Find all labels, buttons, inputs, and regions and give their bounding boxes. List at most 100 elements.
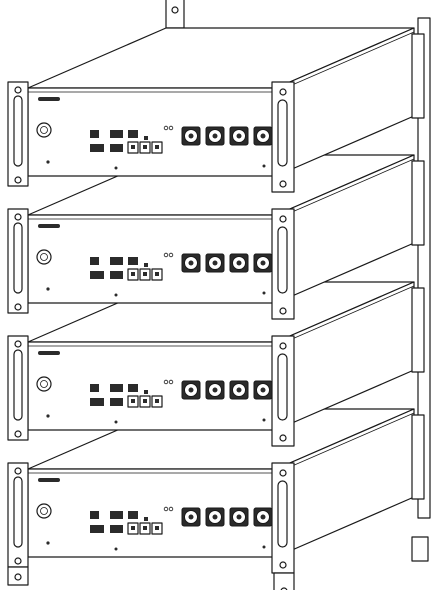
screw-icon (262, 418, 266, 422)
indicator-dot (46, 414, 50, 418)
screw-icon (114, 420, 118, 424)
port-block (110, 525, 123, 533)
bolt-icon (14, 430, 22, 438)
power-button-ring (40, 380, 48, 388)
rj45-port-inner (131, 145, 135, 149)
terminal-pin (188, 260, 194, 266)
bolt-icon (14, 303, 22, 311)
rj45-port-inner (155, 272, 159, 276)
rj45-port-inner (131, 272, 135, 276)
screw-icon (114, 547, 118, 551)
port-block (128, 384, 138, 392)
rj45-port-inner (155, 145, 159, 149)
indicator-dot (46, 160, 50, 164)
handle-icon (13, 222, 23, 294)
handle-icon (277, 226, 288, 294)
module-edge-line (275, 412, 415, 474)
port-block (128, 511, 138, 519)
led-icon (163, 125, 169, 131)
handle-icon (13, 476, 23, 548)
port-block (110, 511, 123, 519)
rack-post-back-left (165, 0, 185, 29)
port-block (110, 271, 123, 279)
led-icon (168, 252, 174, 258)
module-edge-line (275, 31, 415, 93)
module-edge-line (275, 158, 415, 220)
handle-icon (13, 95, 23, 167)
port-block (110, 130, 123, 138)
bolt-icon (14, 86, 22, 94)
bolt-icon (279, 88, 287, 96)
bolt-icon (14, 467, 22, 475)
handle-icon (277, 353, 288, 421)
power-button-icon (36, 249, 52, 265)
power-button-icon (36, 122, 52, 138)
bolt-icon (14, 176, 22, 184)
terminal-pin (212, 514, 218, 520)
bolt-icon (279, 215, 287, 223)
terminal-pin (212, 133, 218, 139)
rj45-port-inner (155, 399, 159, 403)
battery-module-4 (7, 408, 425, 574)
terminal-pin (188, 387, 194, 393)
power-button-icon (36, 503, 52, 519)
dip-switch (90, 384, 99, 392)
rj45-port-inner (143, 272, 147, 276)
terminal-pin (260, 387, 266, 393)
indicator-dot (46, 287, 50, 291)
label-strip (38, 97, 60, 101)
power-button-icon (36, 376, 52, 392)
led-icon (144, 263, 148, 267)
terminal-pin (260, 514, 266, 520)
screw-icon (262, 545, 266, 549)
foot-right (273, 572, 295, 590)
module-edge-line (275, 285, 415, 347)
port-block (90, 525, 104, 533)
rj45-port-inner (155, 526, 159, 530)
power-button-ring (40, 507, 48, 515)
back-mount-bracket (411, 33, 425, 119)
bolt-icon (279, 342, 287, 350)
port-block (90, 271, 104, 279)
dip-switch (90, 257, 99, 265)
indicator-dot (46, 541, 50, 545)
back-mount-bracket (411, 414, 425, 500)
terminal-pin (236, 133, 242, 139)
back-mount-bracket (411, 160, 425, 246)
terminal-pin (236, 260, 242, 266)
rj45-port-inner (143, 399, 147, 403)
terminal-pin (212, 387, 218, 393)
bolt-icon (14, 213, 22, 221)
bolt-icon (14, 557, 22, 565)
port-block (110, 398, 123, 406)
led-icon (163, 506, 169, 512)
back-mount-bracket (411, 287, 425, 373)
handle-icon (277, 99, 288, 167)
screw-icon (114, 293, 118, 297)
port-block (90, 144, 104, 152)
bolt-icon (14, 340, 22, 348)
port-block (128, 130, 138, 138)
label-strip (38, 224, 60, 228)
port-block (110, 257, 123, 265)
handle-icon (277, 480, 288, 548)
terminal-pin (260, 260, 266, 266)
dip-switch (90, 511, 99, 519)
led-icon (144, 517, 148, 521)
label-strip (38, 351, 60, 355)
battery-module-2 (7, 154, 425, 320)
bolt-icon (279, 180, 287, 188)
power-button-ring (40, 253, 48, 261)
led-icon (144, 390, 148, 394)
dip-switch (90, 130, 99, 138)
bolt-icon (171, 6, 179, 14)
led-icon (168, 125, 174, 131)
rack-post-back (417, 17, 431, 519)
led-icon (168, 379, 174, 385)
bolt-icon (14, 573, 22, 581)
terminal-pin (260, 133, 266, 139)
terminal-pin (236, 514, 242, 520)
bolt-icon (279, 434, 287, 442)
